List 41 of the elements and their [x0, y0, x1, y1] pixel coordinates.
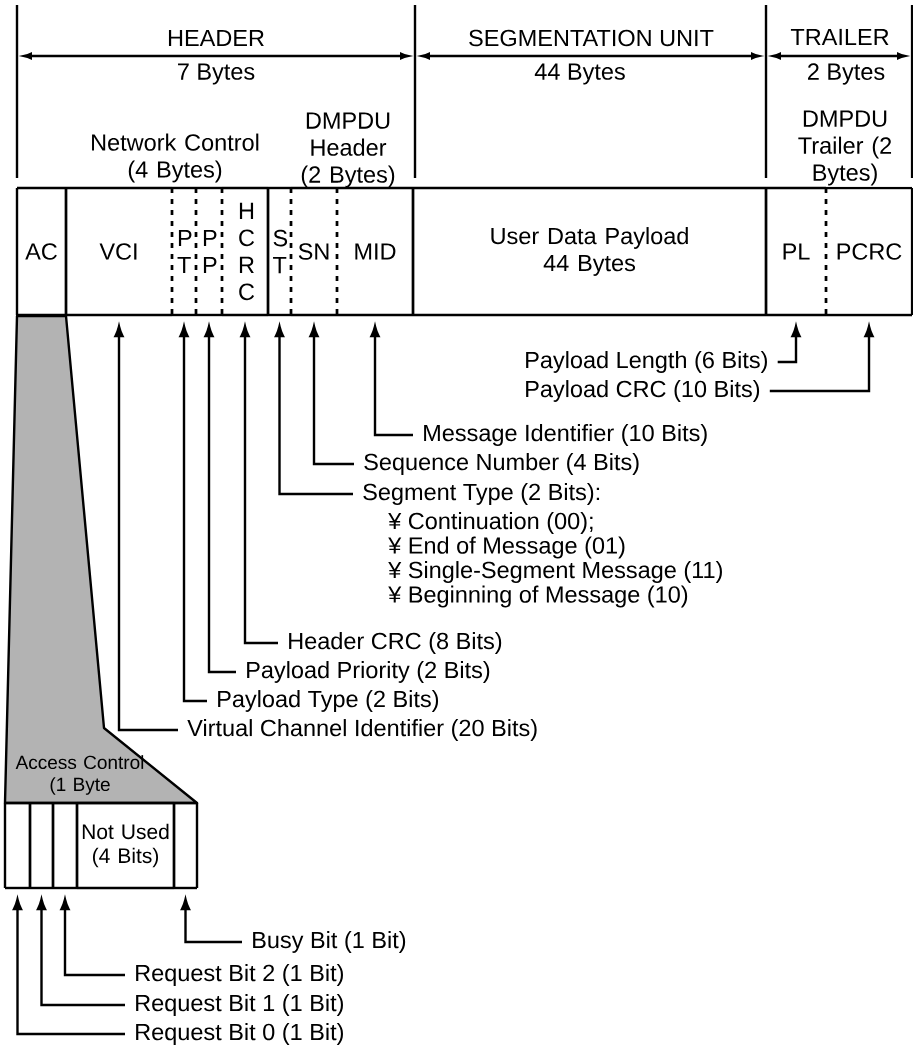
- bit-cell: [28, 801, 55, 890]
- dimension-label: TRAILER: [790, 28, 889, 46]
- annotation-label: Payload CRC (10 Bits): [526, 380, 760, 402]
- annotation-label: Request Bit 2 (1 Bit): [136, 964, 343, 986]
- field-cell: P P: [194, 186, 224, 317]
- dimension-label: HEADER: [168, 29, 264, 47]
- annotation-label: Request Bit 1 (1 Bit): [136, 994, 343, 1016]
- annotation-label: Request Bit 0 (1 Bit): [136, 1023, 343, 1045]
- list-item: ¥ End of Message (01): [388, 536, 625, 559]
- dimension-label: SEGMENTATION UNIT: [469, 29, 714, 47]
- field-cell: PL: [764, 186, 828, 317]
- dimension-label: 2 Bytes: [808, 63, 885, 85]
- field-cell: SN: [289, 186, 339, 317]
- annotation-label: Segment Type (2 Bits):: [363, 483, 600, 505]
- bit-cell: [172, 801, 199, 890]
- annotation-label: Busy Bit (1 Bit): [253, 931, 406, 953]
- dimension-label: 7 Bytes: [178, 63, 255, 85]
- annotation-label: Payload Priority (2 Bits): [247, 661, 490, 683]
- bit-cell: Not Used (4 Bits): [75, 801, 176, 890]
- list-item: ¥ Single-Segment Message (11): [388, 561, 722, 583]
- bit-cell: [3, 801, 32, 890]
- annotation-label: Payload Type (2 Bits): [218, 690, 439, 712]
- list-item: ¥ Beginning of Message (10): [388, 585, 688, 608]
- annotation-label: Payload Length (6 Bits): [526, 351, 767, 373]
- field-cell: MID: [335, 186, 415, 317]
- annotation-label: Sequence Number (4 Bits): [364, 453, 639, 475]
- field-group-label: DMPDU Trailer (2 Bytes): [798, 110, 892, 186]
- annotation-label: Message Identifier (10 Bits): [424, 424, 707, 446]
- field-cell: AC: [15, 186, 68, 317]
- field-group-label: DMPDU Header (2 Bytes): [301, 112, 395, 188]
- annotation-label: Header CRC (8 Bits): [289, 632, 502, 654]
- list-item: ¥ Continuation (00);: [388, 512, 593, 534]
- field-cell: VCI: [64, 186, 174, 317]
- dimension-label: 44 Bytes: [534, 63, 625, 85]
- field-cell: PCRC: [824, 186, 913, 317]
- field-cell: User Data Payload 44 Bytes: [411, 186, 768, 317]
- field-cell: S T: [266, 186, 293, 317]
- field-cell: H C R C: [220, 186, 270, 317]
- field-group-label: Network Control (4 Bytes): [92, 133, 259, 183]
- bit-cell: [51, 801, 79, 890]
- field-cell: P T: [170, 186, 198, 317]
